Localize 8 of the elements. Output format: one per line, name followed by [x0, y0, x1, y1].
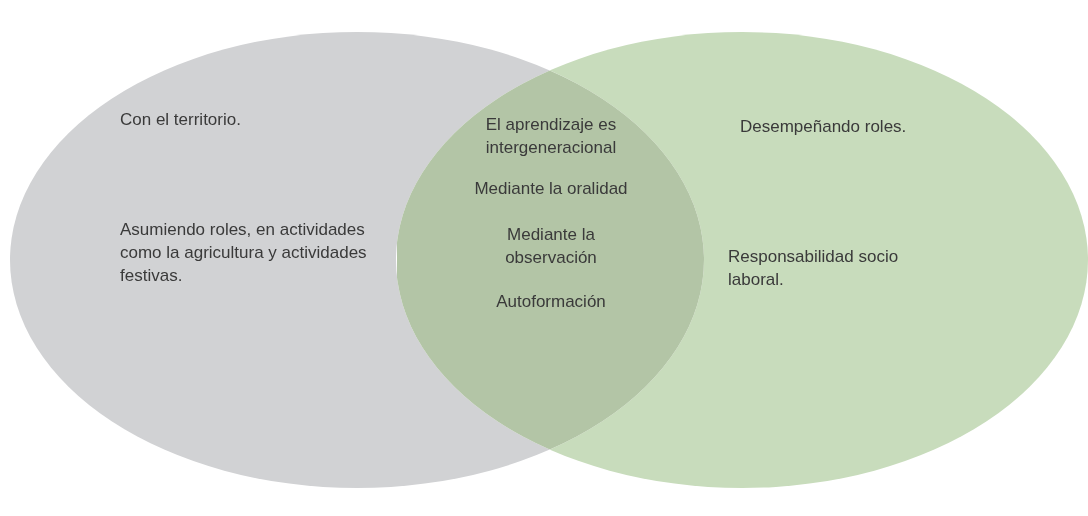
venn-text: Desempeñando roles. — [740, 116, 908, 138]
venn-text: Asumiendo roles, en actividades como la agricultura y actividades festivas. — [120, 219, 368, 287]
venn-text: El aprendizaje es intergeneracional — [484, 114, 618, 159]
venn-text: Responsabilidad socio laboral. — [728, 246, 900, 291]
venn-text: Autoformación — [495, 291, 607, 313]
venn-text: Mediante la oralidad — [473, 178, 629, 200]
venn-text: Mediante la observación — [504, 224, 598, 269]
venn-text: Con el territorio. — [120, 109, 242, 131]
